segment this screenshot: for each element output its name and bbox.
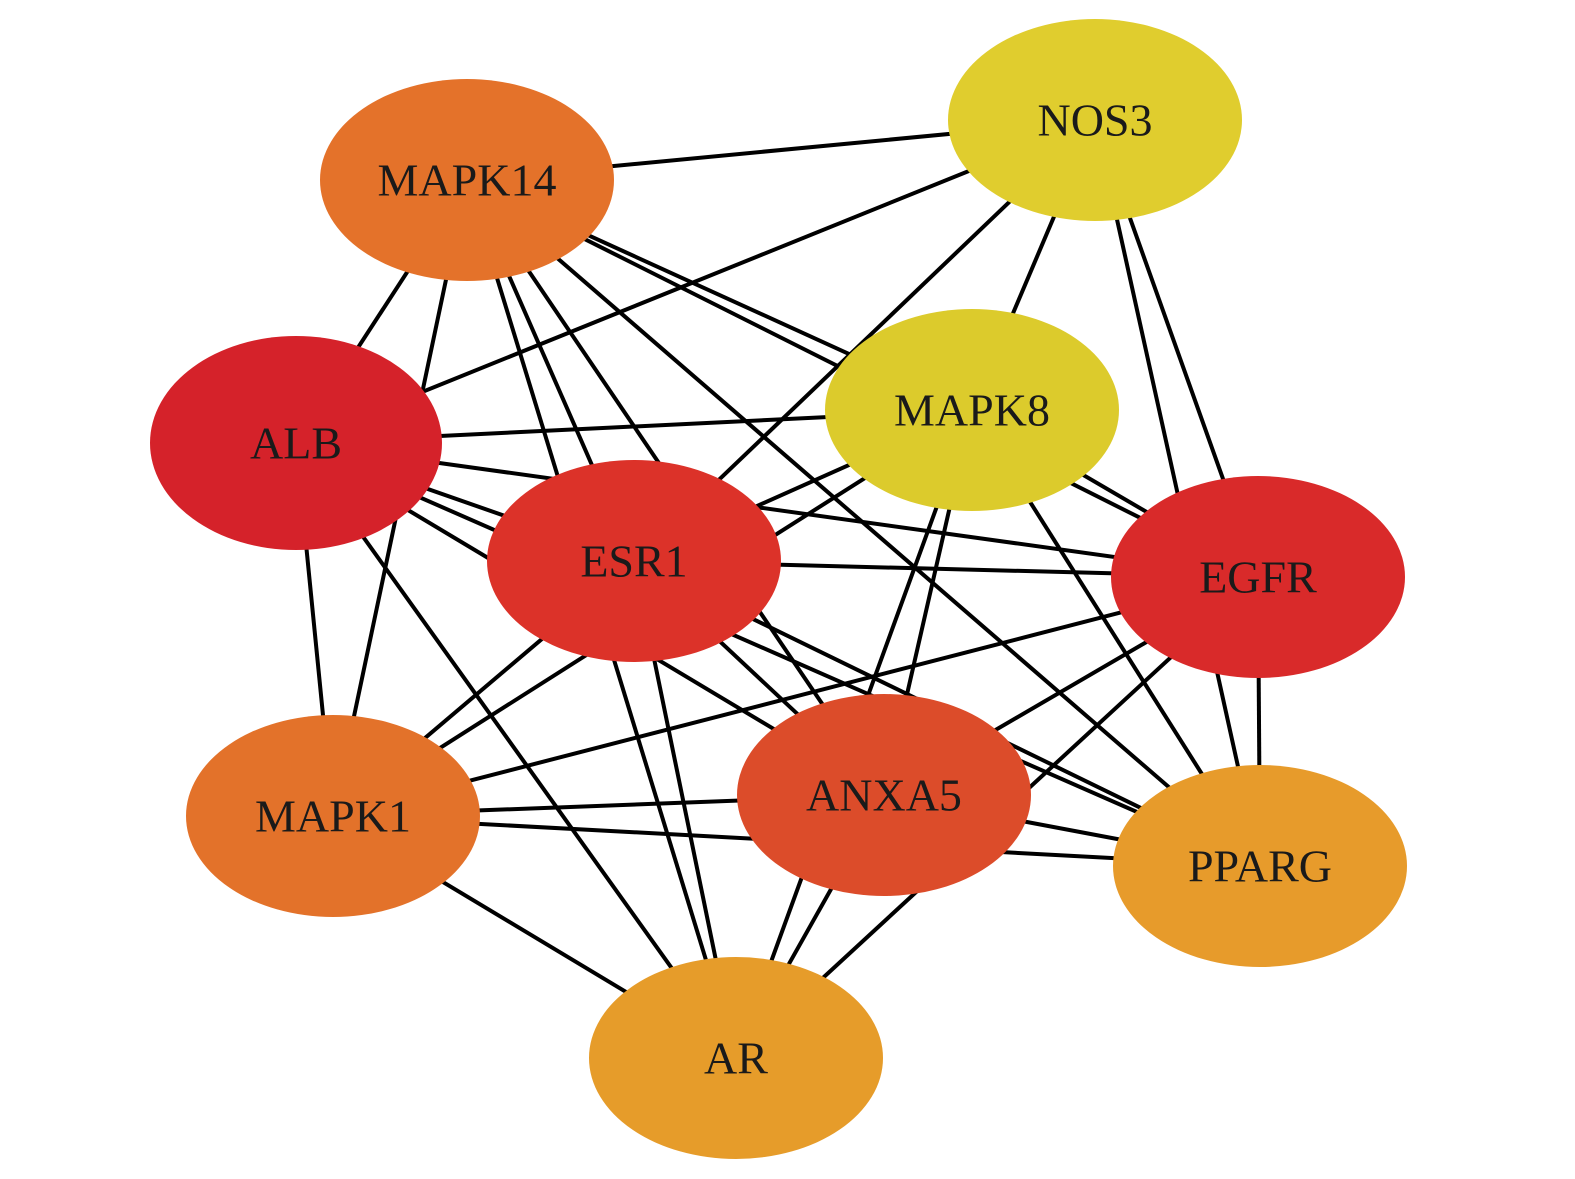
node-mapk1: MAPK1 xyxy=(186,715,480,917)
edge-nos3-alb xyxy=(295,118,1096,445)
node-ar: AR xyxy=(589,957,883,1159)
node-ellipse xyxy=(320,79,614,281)
node-egfr: EGFR xyxy=(1111,476,1405,678)
node-ellipse xyxy=(487,460,781,662)
node-esr1: ESR1 xyxy=(487,460,781,662)
edge-alb-egfr xyxy=(295,441,1259,579)
node-anxa5: ANXA5 xyxy=(737,694,1031,896)
node-mapk8: MAPK8 xyxy=(825,309,1119,511)
node-ellipse xyxy=(1113,765,1407,967)
node-mapk14: MAPK14 xyxy=(320,79,614,281)
node-label: AR xyxy=(704,1033,768,1084)
node-label: MAPK14 xyxy=(378,155,557,206)
node-ellipse xyxy=(589,957,883,1159)
node-ellipse xyxy=(186,715,480,917)
node-label: MAPK1 xyxy=(255,791,411,842)
node-ellipse xyxy=(150,336,442,550)
node-alb: ALB xyxy=(150,336,442,550)
edge-egfr-mapk1 xyxy=(332,575,1259,818)
node-label: EGFR xyxy=(1199,552,1317,603)
node-label: MAPK8 xyxy=(894,385,1050,436)
node-ellipse xyxy=(948,19,1242,221)
node-ellipse xyxy=(737,694,1031,896)
node-pparg: PPARG xyxy=(1113,765,1407,967)
node-label: ANXA5 xyxy=(806,770,962,821)
node-label: NOS3 xyxy=(1037,95,1152,146)
node-label: ESR1 xyxy=(580,536,687,587)
edge-alb-pparg xyxy=(295,441,1261,868)
node-ellipse xyxy=(825,309,1119,511)
node-nos3: NOS3 xyxy=(948,19,1242,221)
edge-alb-ar xyxy=(294,441,738,1060)
node-ellipse xyxy=(1111,476,1405,678)
node-label: PPARG xyxy=(1188,841,1332,892)
node-label: ALB xyxy=(250,418,342,469)
